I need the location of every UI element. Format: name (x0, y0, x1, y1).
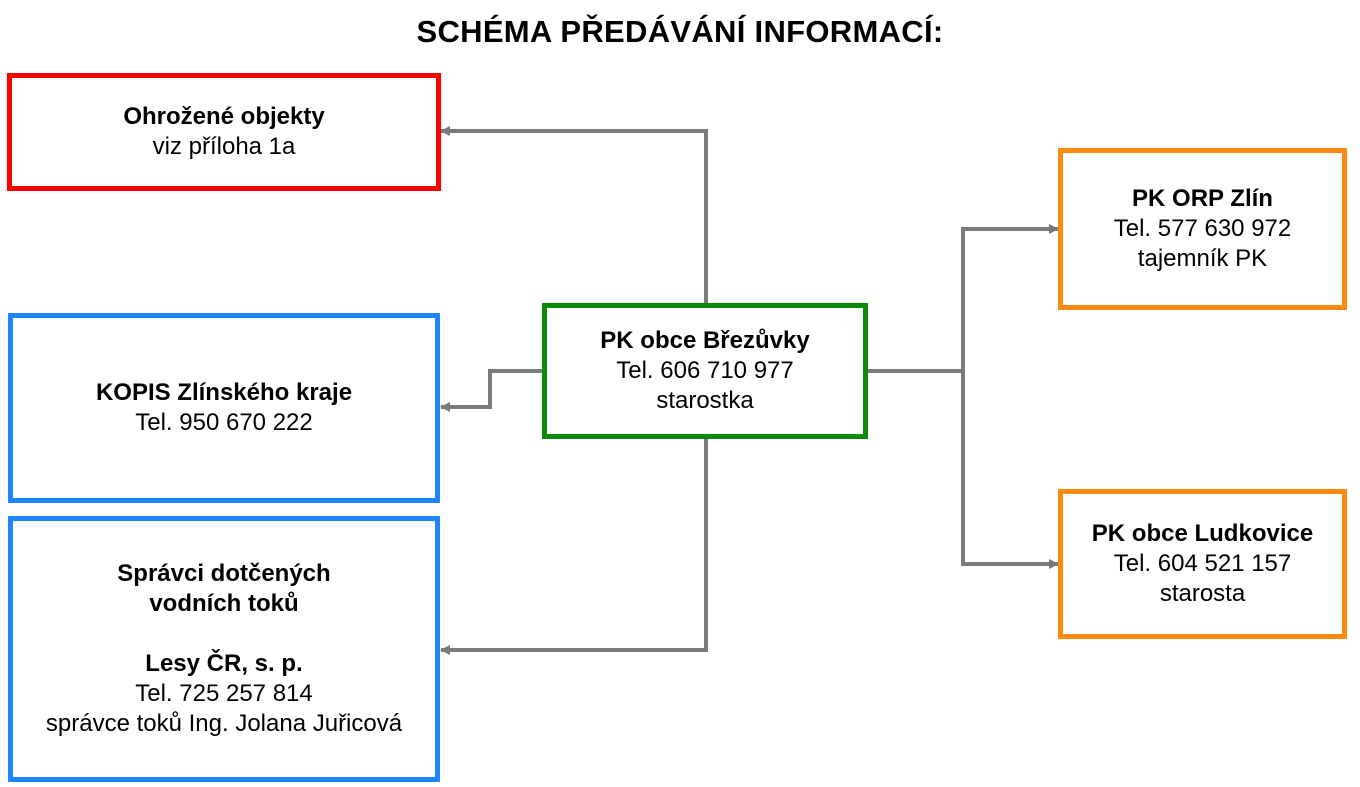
arrow-to-water-managers (440, 439, 708, 655)
orp-zlin-role: tajemník PK (1137, 245, 1268, 272)
water-managers-phone: Tel. 725 257 814 (135, 680, 313, 707)
water-managers-box: Správci dotčených vodních toků Lesy ČR, … (8, 516, 440, 782)
center-box: PK obce Březůvky Tel. 606 710 977 staros… (542, 303, 868, 439)
threatened-objects-title: Ohrožené objekty (123, 103, 325, 130)
arrow-to-threatened-objects (440, 126, 708, 303)
ludkovice-phone: Tel. 604 521 157 (1113, 550, 1292, 577)
orp-zlin-box: PK ORP Zlín Tel. 577 630 972 tajemník PK (1058, 148, 1347, 310)
arrow-to-orp-zlin (961, 224, 1059, 371)
threatened-objects-box: Ohrožené objekty viz příloha 1a (7, 73, 441, 191)
kopis-phone: Tel. 950 670 222 (135, 409, 313, 436)
ludkovice-role: starosta (1159, 580, 1246, 607)
water-managers-contact: správce toků Ing. Jolana Juřicová (45, 710, 403, 737)
kopis-title: KOPIS Zlínského kraje (95, 379, 353, 406)
arrow-to-kopis (440, 369, 542, 412)
water-managers-org: Lesy ČR, s. p. (145, 650, 303, 677)
orp-zlin-title: PK ORP Zlín (1132, 185, 1273, 212)
center-title: PK obce Březůvky (600, 327, 810, 354)
arrow-to-ludkovice (961, 371, 1059, 569)
threatened-objects-note: viz příloha 1a (152, 133, 296, 160)
ludkovice-title: PK obce Ludkovice (1091, 520, 1314, 547)
kopis-box: KOPIS Zlínského kraje Tel. 950 670 222 (8, 313, 440, 503)
center-phone: Tel. 606 710 977 (616, 357, 794, 384)
water-managers-heading-2: vodních toků (149, 590, 299, 617)
ludkovice-box: PK obce Ludkovice Tel. 604 521 157 staro… (1058, 489, 1347, 639)
orp-zlin-phone: Tel. 577 630 972 (1113, 215, 1292, 242)
center-role: starostka (656, 387, 754, 414)
diagram-title: SCHÉMA PŘEDÁVÁNÍ INFORMACÍ: (416, 14, 944, 49)
water-managers-heading-1: Správci dotčených (117, 560, 331, 587)
